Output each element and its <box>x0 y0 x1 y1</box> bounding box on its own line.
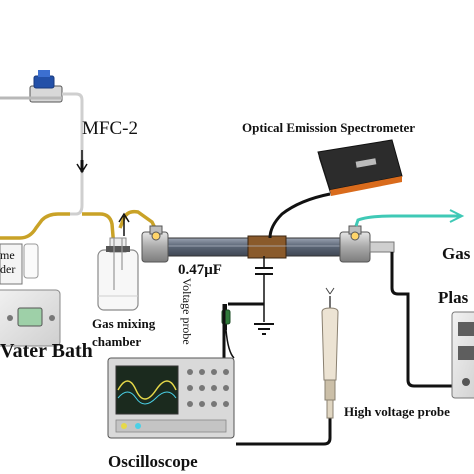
optical-emission-spectrometer <box>317 139 403 196</box>
oes-label: Optical Emission Spectrometer <box>242 120 416 135</box>
capacitor-label: 0.47μF <box>178 262 222 278</box>
high-voltage-probe <box>321 287 339 419</box>
plasma-power-supply <box>451 311 474 399</box>
gas-line-mfc2 <box>0 92 84 216</box>
flow-arrow-up <box>118 212 130 236</box>
voltage-probe-label: Voltage probe <box>180 278 194 345</box>
oscilloscope-label: Oscilloscope <box>108 452 198 471</box>
gas-out-label: Gas <box>442 244 471 263</box>
yellow-tubing <box>0 209 162 249</box>
flow-arrow-down <box>76 150 88 174</box>
left-bottle <box>0 243 39 285</box>
water-bath-label: Vater Bath <box>0 340 93 362</box>
plasma-label: Plas <box>438 288 469 307</box>
left-fitting <box>141 225 169 263</box>
hv-probe-label: High voltage probe <box>344 404 450 419</box>
mfc2-label: MFC-2 <box>82 118 138 139</box>
right-fitting <box>339 225 395 263</box>
chamber-label: chamber <box>92 334 142 349</box>
oscilloscope <box>107 357 235 439</box>
capacitor-circuit <box>255 256 273 322</box>
left-top-label: me <box>0 248 15 262</box>
dbd-reactor <box>161 235 349 259</box>
optical-fiber <box>268 192 465 239</box>
gas-mixing-label: Gas mixing <box>92 316 156 331</box>
water-bath <box>0 289 61 347</box>
left-bottom-label: der <box>0 262 16 276</box>
gas-mixing-bottle <box>97 237 139 311</box>
ground-symbol <box>254 323 274 335</box>
